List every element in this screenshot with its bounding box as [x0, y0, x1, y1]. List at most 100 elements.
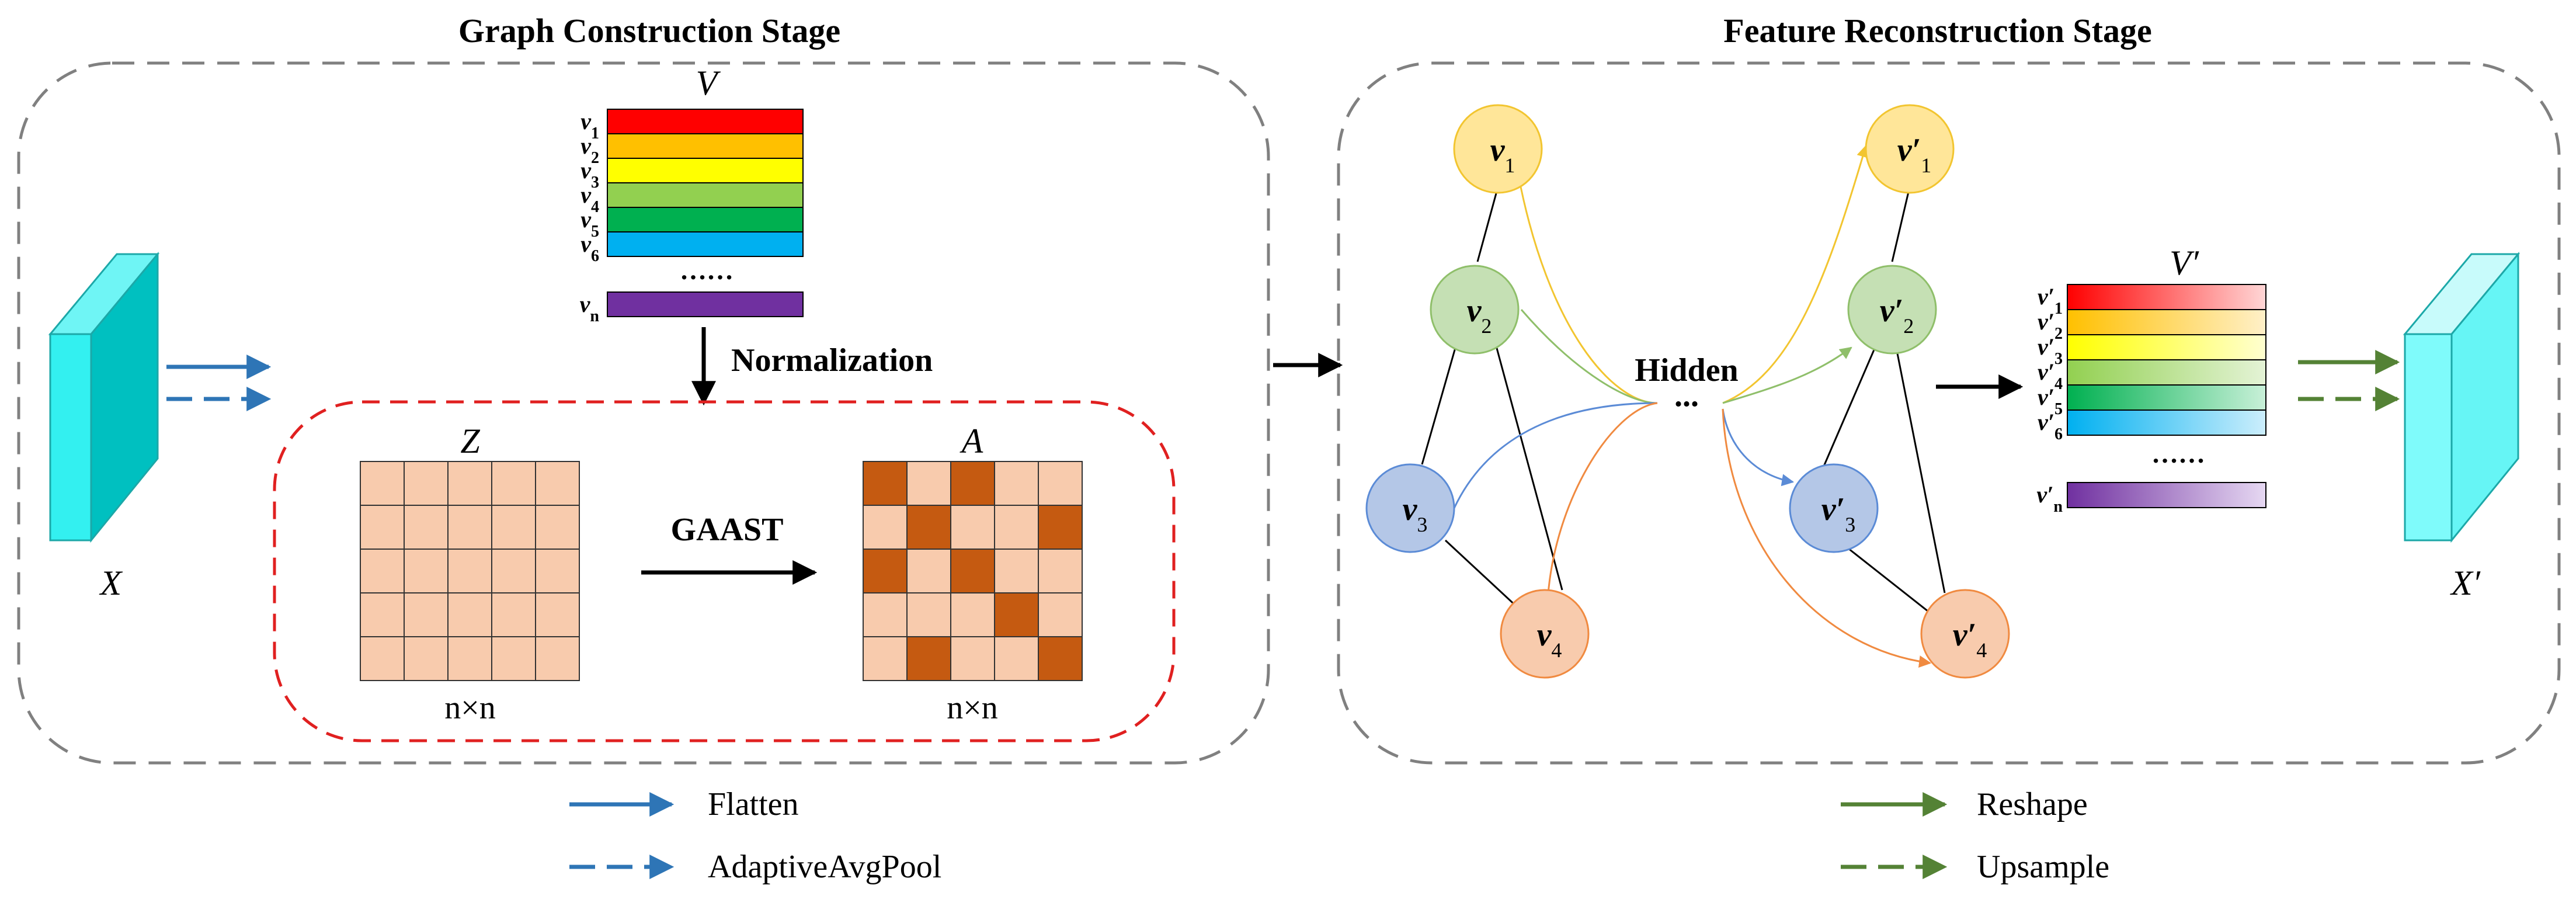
z-cell-1-3 — [491, 505, 536, 550]
gaast-label: GAAST — [671, 512, 784, 548]
a-cell-2-3 — [994, 549, 1039, 593]
curve-v2-hidden — [1520, 309, 1658, 404]
z-cell-0-2 — [447, 461, 492, 506]
v-row-4 — [607, 182, 804, 208]
vprime-row-label-5: ν′5 — [2038, 384, 2063, 418]
z-cell-4-0 — [360, 636, 405, 681]
a-matrix-label: A — [960, 422, 983, 460]
legend-flatten-label: Flatten — [708, 786, 799, 822]
output-graph-nodes: ν′1ν′2ν′3ν′4 — [1789, 104, 2010, 679]
v-row-label-n: νn — [580, 291, 600, 325]
input-x-label: X — [99, 564, 123, 602]
v-ellipsis: …… — [680, 255, 733, 285]
v-row-label-2: ν2 — [580, 133, 599, 167]
vprime-row-label-2: ν′2 — [2038, 308, 2063, 343]
a-cell-2-1 — [906, 549, 951, 593]
z-cell-0-4 — [535, 461, 580, 506]
a-cell-1-2 — [950, 505, 995, 550]
right-stage-title: Feature Reconstruction Stage — [1723, 12, 2151, 50]
a-size-label: n×n — [947, 690, 998, 726]
curve-v4-hidden — [1546, 402, 1658, 602]
a-cell-1-3 — [994, 505, 1039, 550]
input-node-3 — [1365, 463, 1455, 553]
z-matrix-label: Z — [460, 422, 480, 460]
vprime-row-label-6: ν′6 — [2038, 409, 2063, 443]
a-cell-4-2 — [950, 636, 995, 681]
v-row-label-3: ν3 — [580, 157, 599, 192]
v-row-3 — [607, 158, 804, 183]
output-node-1 — [1865, 104, 1955, 194]
z-size-label: n×n — [444, 690, 496, 726]
a-cell-0-3 — [994, 461, 1039, 506]
z-cell-4-1 — [404, 636, 449, 681]
z-cell-1-4 — [535, 505, 580, 550]
adjacency-box — [273, 400, 1176, 742]
input-node-4 — [1500, 589, 1590, 679]
output-x-label: X′ — [2450, 564, 2481, 602]
curve-v3-hidden — [1453, 402, 1658, 509]
vprime-row-6 — [2067, 409, 2266, 436]
a-cell-4-0 — [863, 636, 908, 681]
z-cell-0-0 — [360, 461, 405, 506]
v-row-1 — [607, 109, 804, 134]
a-cell-0-2 — [950, 461, 995, 506]
input-node-label-4: ν4 — [1537, 617, 1562, 662]
v-row-label-5: ν5 — [580, 206, 599, 241]
output-feature-cube — [2403, 251, 2521, 543]
z-cell-1-2 — [447, 505, 492, 550]
z-cell-1-0 — [360, 505, 405, 550]
vprime-row-label-n: ν′n — [2036, 481, 2063, 516]
a-cell-1-0 — [863, 505, 908, 550]
vprime-row-2 — [2067, 309, 2266, 335]
z-cell-4-2 — [447, 636, 492, 681]
input-node-2 — [1430, 265, 1520, 355]
hidden-label: Hidden — [1635, 352, 1738, 388]
curve-hidden-v2p — [1722, 346, 1852, 404]
vprime-row-label-1: ν′1 — [2038, 283, 2063, 318]
curve-v1-hidden — [1517, 175, 1658, 404]
a-cell-1-1 — [906, 505, 951, 550]
left-stage-box — [17, 61, 1270, 765]
left-stage-title: Graph Construction Stage — [458, 12, 840, 50]
input-node-label-1: ν1 — [1490, 132, 1515, 177]
z-cell-0-3 — [491, 461, 536, 506]
v-row-2 — [607, 133, 804, 159]
input-node-1 — [1453, 104, 1543, 194]
v-row-6 — [607, 231, 804, 257]
z-cell-3-0 — [360, 592, 405, 637]
a-cell-3-4 — [1038, 592, 1083, 637]
v-row-5 — [607, 207, 804, 232]
legend-reshape-label: Reshape — [1977, 786, 2088, 822]
a-cell-3-3 — [994, 592, 1039, 637]
v-row-label-1: ν1 — [580, 108, 599, 143]
z-cell-4-3 — [491, 636, 536, 681]
a-cell-0-1 — [906, 461, 951, 506]
a-cell-3-2 — [950, 592, 995, 637]
z-cell-3-1 — [404, 592, 449, 637]
a-cell-0-4 — [1038, 461, 1083, 506]
curve-hidden-v3p — [1722, 408, 1795, 487]
z-cell-1-1 — [404, 505, 449, 550]
output-node-2 — [1847, 265, 1937, 355]
curve-hidden-v4p — [1722, 408, 1932, 668]
a-cell-4-3 — [994, 636, 1039, 681]
vprime-row-label-3: ν′3 — [2038, 334, 2063, 368]
input-node-label-3: ν3 — [1403, 491, 1428, 536]
z-cell-2-2 — [447, 549, 492, 593]
vprime-row-4 — [2067, 359, 2266, 386]
input-feature-cube — [48, 251, 160, 543]
v-row-label-4: ν4 — [580, 182, 599, 216]
output-node-label-4: ν′4 — [1953, 617, 1987, 662]
a-cell-2-0 — [863, 549, 908, 593]
hidden-dots: ... — [1674, 377, 1699, 414]
z-cell-3-2 — [447, 592, 492, 637]
z-cell-4-4 — [535, 636, 580, 681]
v-row-label-6: ν6 — [580, 231, 599, 265]
a-cell-2-4 — [1038, 549, 1083, 593]
v-matrix-label: V — [696, 64, 721, 102]
z-cell-2-4 — [535, 549, 580, 593]
z-cell-2-3 — [491, 549, 536, 593]
a-cell-0-0 — [863, 461, 908, 506]
z-cell-3-3 — [491, 592, 536, 637]
